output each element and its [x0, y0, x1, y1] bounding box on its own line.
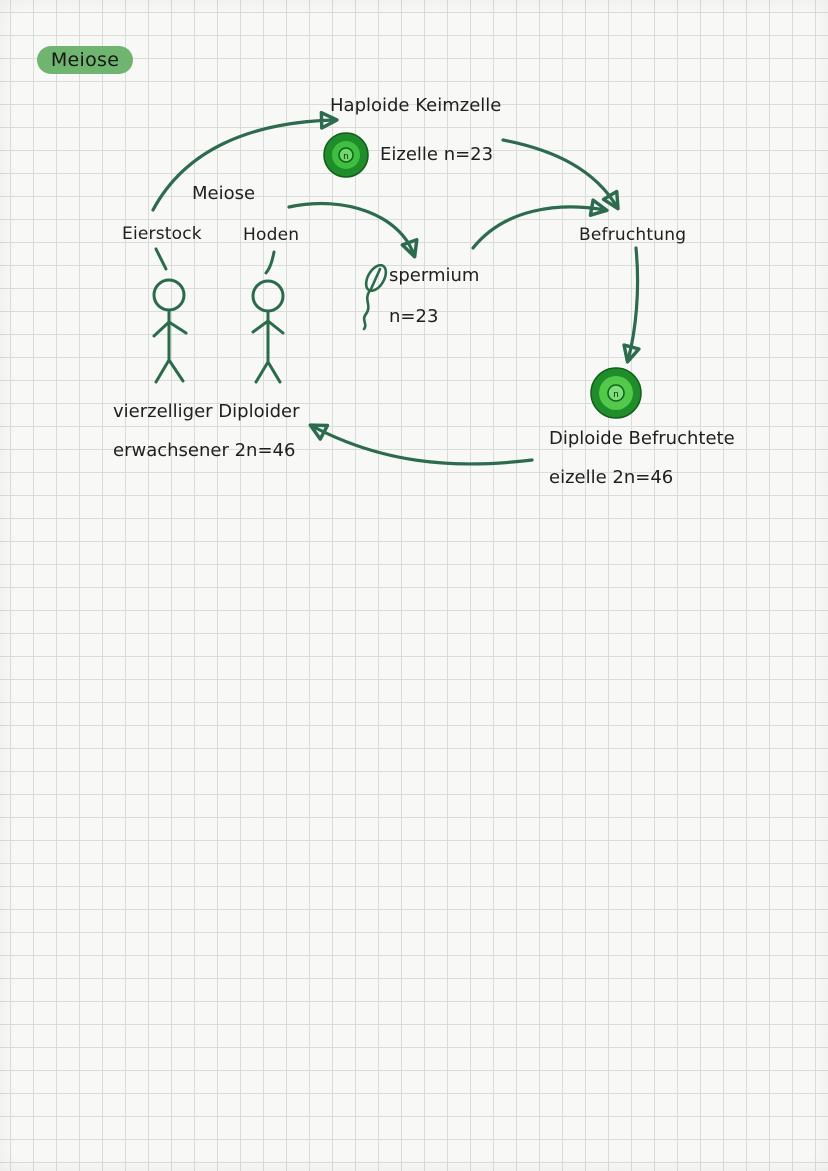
testes-label: Hoden	[243, 225, 300, 245]
haploid-title: Haploide Keimzelle	[330, 95, 502, 116]
arrow-fertilization-to-zygote	[622, 246, 641, 364]
fertilization-label: Befruchtung	[579, 225, 687, 245]
ovary-label: Eierstock	[122, 224, 202, 244]
arrow-egg-to-fertilization	[501, 138, 620, 211]
female-figure-icon	[152, 278, 188, 384]
testes-connector-line	[264, 250, 276, 275]
sperm-label: spermium	[389, 265, 480, 286]
zygote-line-2: eizelle 2n=46	[549, 467, 674, 488]
ovary-connector-line	[154, 247, 168, 271]
sperm-icon	[362, 263, 388, 331]
arrow-sperm-to-fertilization	[471, 198, 609, 250]
male-figure-icon	[251, 279, 285, 384]
egg-cell-icon	[323, 132, 369, 178]
arrow-ovary-to-egg	[151, 110, 339, 212]
arrow-zygote-to-adult	[308, 423, 534, 466]
title-badge: Meiose	[37, 46, 133, 74]
zygote-icon	[590, 367, 642, 419]
egg-label: Eizelle n=23	[380, 144, 494, 165]
zygote-nucleus-label: n	[613, 390, 619, 400]
zygote-line-1: Diploide Befruchtete	[549, 428, 735, 449]
egg-nucleus-label: n	[343, 152, 349, 162]
meiosis-label: Meiose	[192, 183, 256, 204]
adult-line-2: erwachsener 2n=46	[113, 440, 296, 461]
arrow-testes-to-sperm	[287, 202, 419, 259]
sperm-count: n=23	[389, 306, 439, 327]
adult-line-1: vierzelliger Diploider	[113, 401, 300, 422]
